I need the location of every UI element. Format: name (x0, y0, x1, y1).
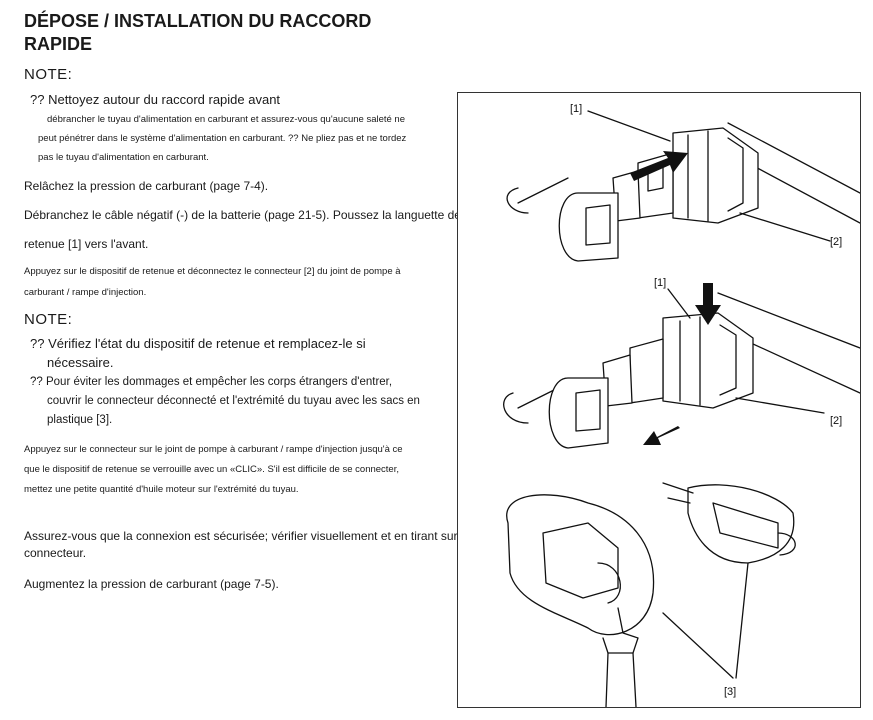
note2-item1-cont: nécessaire. (47, 355, 114, 370)
page-title: DÉPOSE / INSTALLATION DU RACCORD RAPIDE (24, 10, 444, 56)
label-plastic-bags: [3] (724, 686, 737, 698)
step-increase-pressure: Augmentez la pression de carburant (page… (24, 577, 279, 591)
note1-item1: ?? Nettoyez autour du raccord rapide ava… (30, 92, 281, 107)
step-disconnect-connector-cont: carburant / rampe d'injection. (24, 287, 147, 298)
label-retainer-top: [1] (570, 103, 583, 115)
install-step-line1: Appuyez sur le connecteur sur le joint d… (24, 444, 403, 455)
illustration-frame: [1] [2] [1] [2] [3] (457, 92, 861, 708)
note-heading-2: NOTE: (24, 311, 73, 328)
note1-item1-cont1: débrancher le tuyau d'alimentation en ca… (47, 114, 405, 125)
note-heading-1: NOTE: (24, 66, 73, 83)
label-retainer-middle: [1] (654, 277, 667, 289)
note1-item1-cont3: pas le tuyau d'alimentation en carburant… (38, 152, 209, 163)
page-title-line2: RAPIDE (24, 34, 93, 54)
note1-item1-cont2: peut pénétrer dans le système d'alimenta… (38, 133, 407, 144)
note2-item1: ?? Vérifiez l'état du dispositif de rete… (30, 336, 366, 351)
verify-connection-cont: connecteur. (24, 546, 87, 560)
verify-connection: Assurez-vous que la connexion est sécuri… (24, 529, 471, 543)
connector-illustration (503, 110, 860, 707)
install-step-line3: mettez une petite quantité d'huile moteu… (24, 484, 299, 495)
page-title-line1: DÉPOSE / INSTALLATION DU RACCORD (24, 11, 372, 31)
step-relieve-pressure: Relâchez la pression de carburant (page … (24, 179, 269, 193)
note2-item2-cont2: plastique [3]. (47, 414, 113, 426)
note2-item2: ?? Pour éviter les dommages et empêcher … (30, 376, 393, 388)
step-push-retainer: retenue [1] vers l'avant. (24, 237, 149, 251)
label-connector-top: [2] (830, 236, 843, 248)
label-connector-middle: [2] (830, 415, 843, 427)
step-disconnect-connector: Appuyez sur le dispositif de retenue et … (24, 266, 401, 277)
note2-item2-cont1: couvrir le connecteur déconnecté et l'ex… (47, 395, 420, 407)
install-step-line2: que le dispositif de retenue se verrouil… (24, 464, 399, 475)
step-disconnect-battery: Débranchez le câble négatif (-) de la ba… (24, 208, 461, 222)
